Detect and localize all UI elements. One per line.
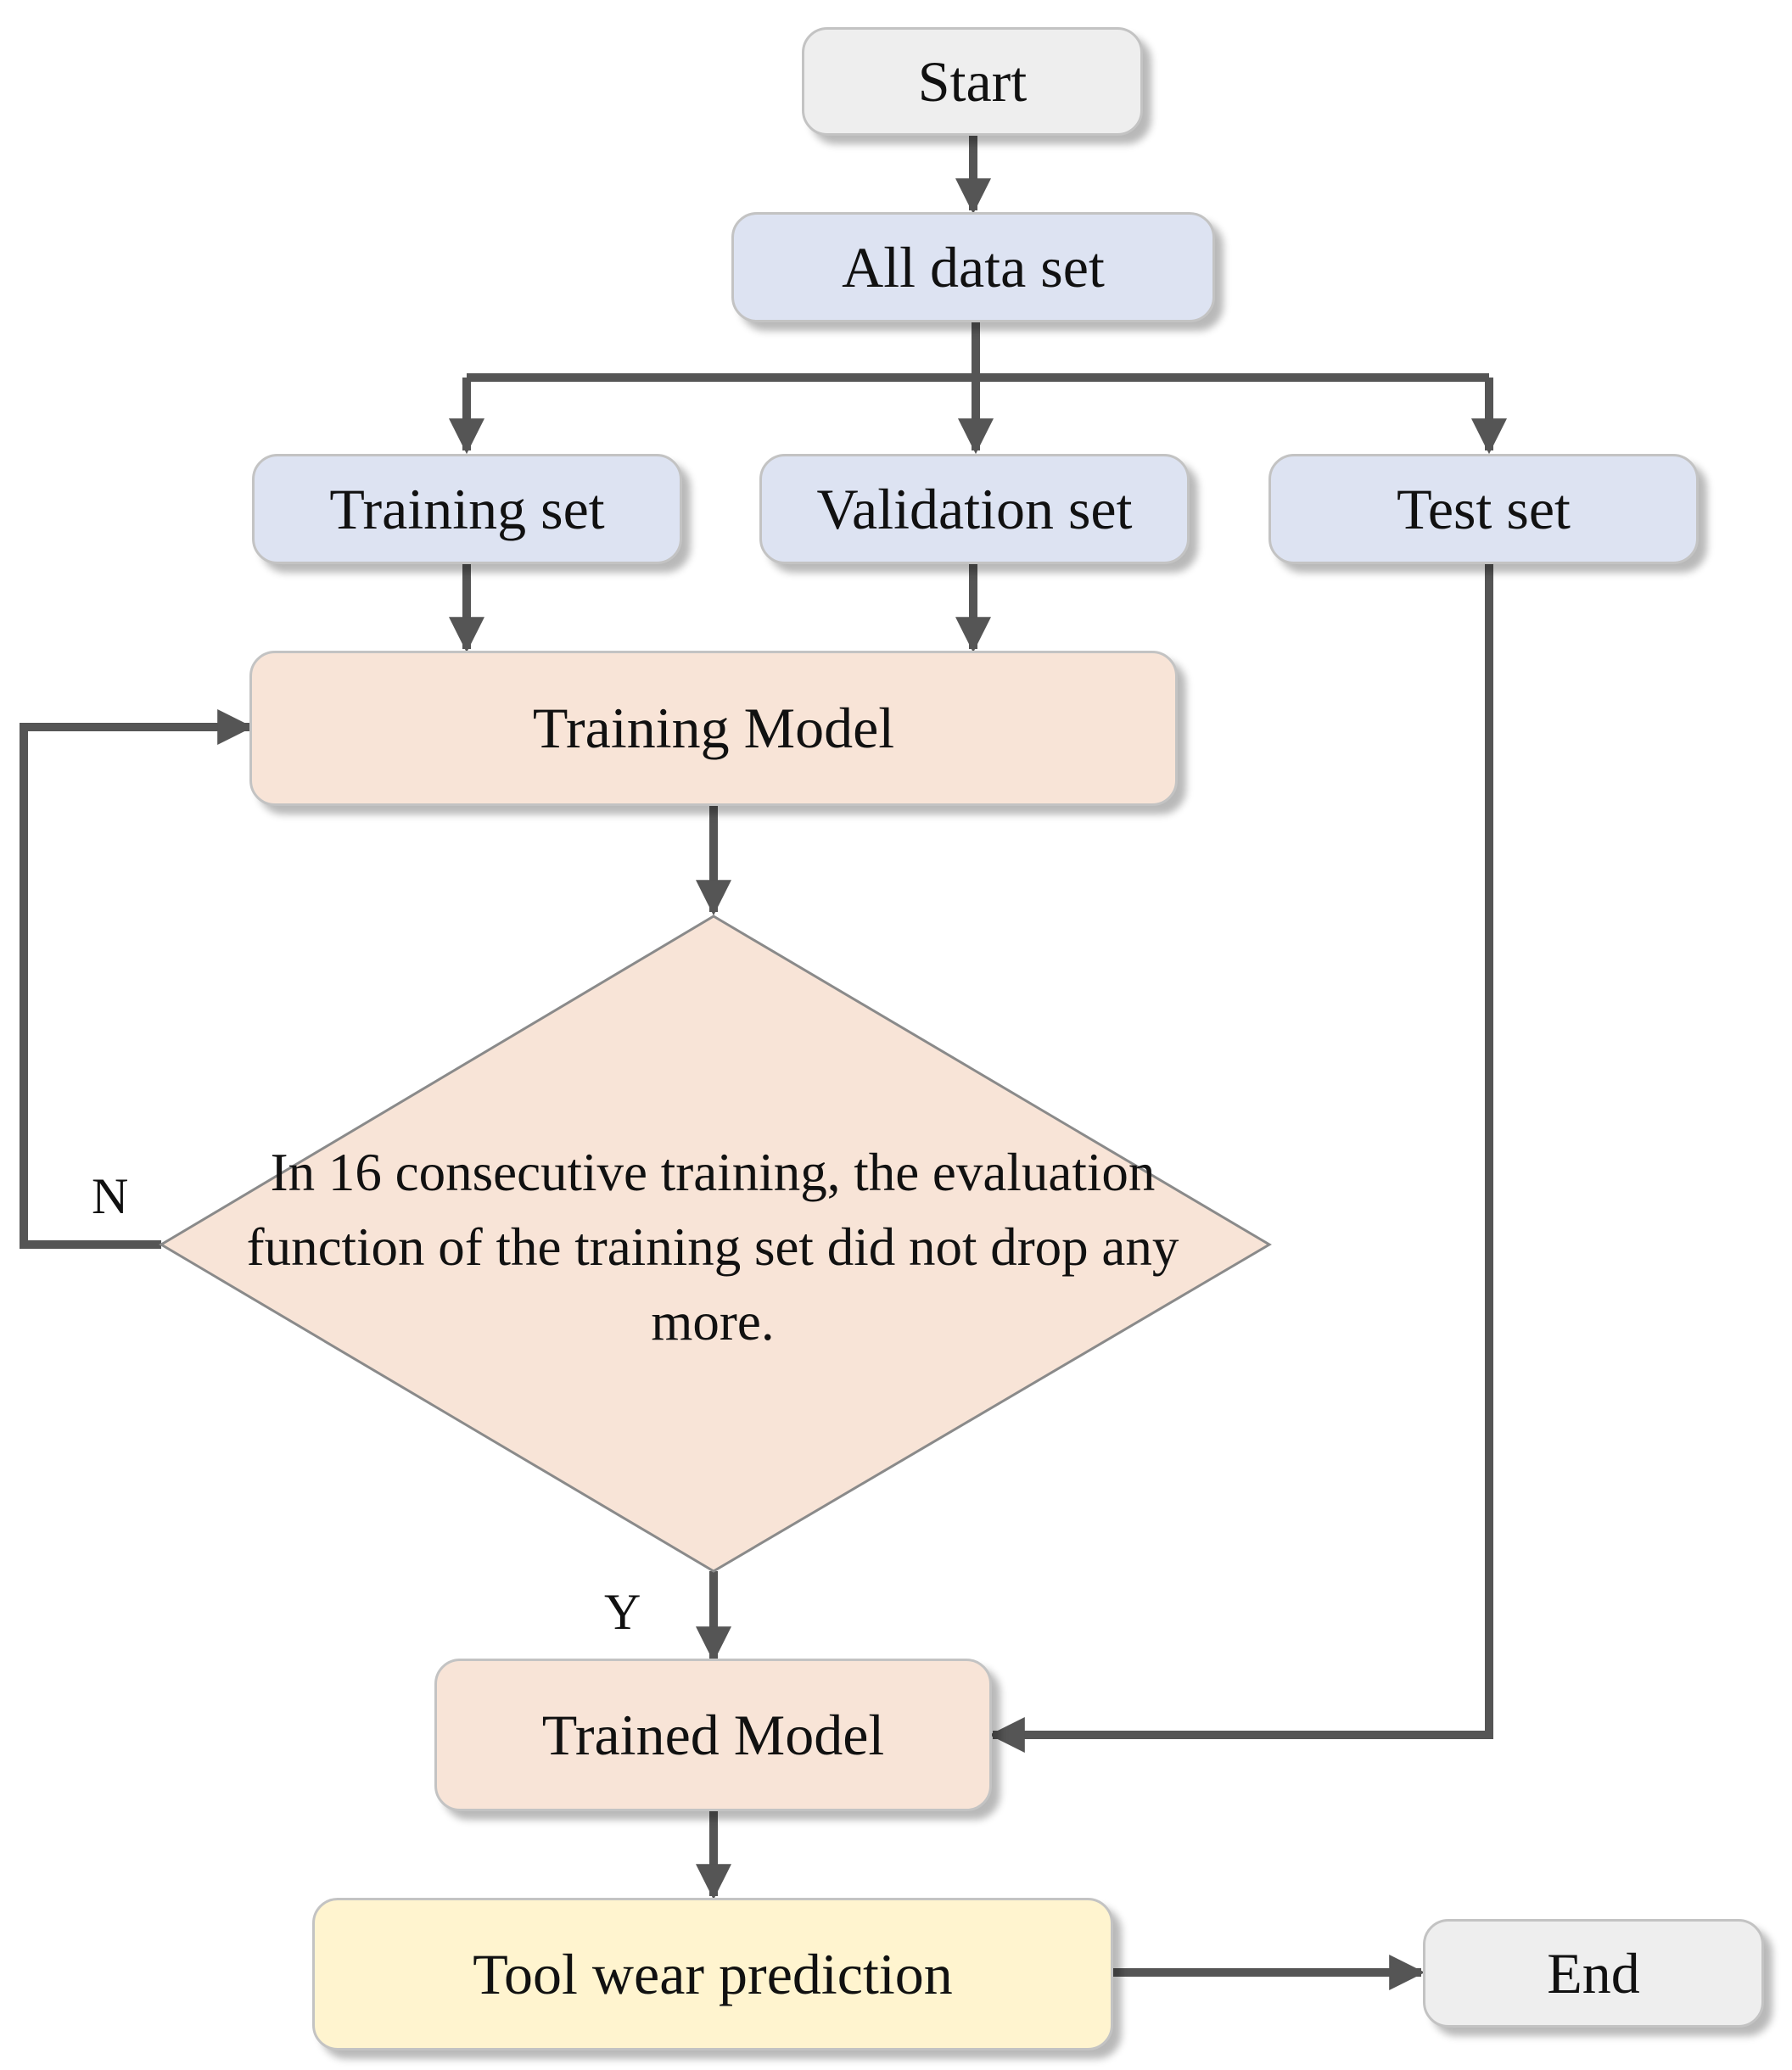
- test-set-node: Test set: [1268, 454, 1699, 564]
- training-set-label: Training set: [329, 476, 605, 541]
- validation-set-label: Validation set: [816, 476, 1133, 541]
- end-node: End: [1423, 1919, 1764, 2028]
- arrow-no-loop: [20, 709, 254, 1249]
- all-data-set-label: All data set: [842, 234, 1105, 299]
- all-data-set-node: All data set: [731, 212, 1215, 322]
- decision-text: In 16 consecutive training, the evaluati…: [246, 1143, 1179, 1351]
- training-model-label: Training Model: [532, 696, 895, 760]
- training-model-node: Training Model: [249, 651, 1178, 806]
- trained-model-node: Trained Model: [434, 1659, 992, 1811]
- tool-wear-prediction-label: Tool wear prediction: [473, 1941, 953, 2006]
- start-label: Start: [917, 48, 1028, 114]
- end-label: End: [1547, 1940, 1640, 2006]
- start-node: Start: [802, 27, 1143, 136]
- no-label: N: [92, 1168, 129, 1224]
- test-set-label: Test set: [1397, 476, 1571, 541]
- trained-model-label: Trained Model: [541, 1702, 885, 1767]
- yes-label: Y: [604, 1584, 641, 1640]
- tool-wear-prediction-node: Tool wear prediction: [312, 1898, 1113, 2050]
- validation-set-node: Validation set: [759, 454, 1190, 564]
- arrow-test-to-trained: [988, 564, 1493, 1753]
- decision-diamond: [159, 915, 1272, 1573]
- training-set-node: Training set: [252, 454, 682, 564]
